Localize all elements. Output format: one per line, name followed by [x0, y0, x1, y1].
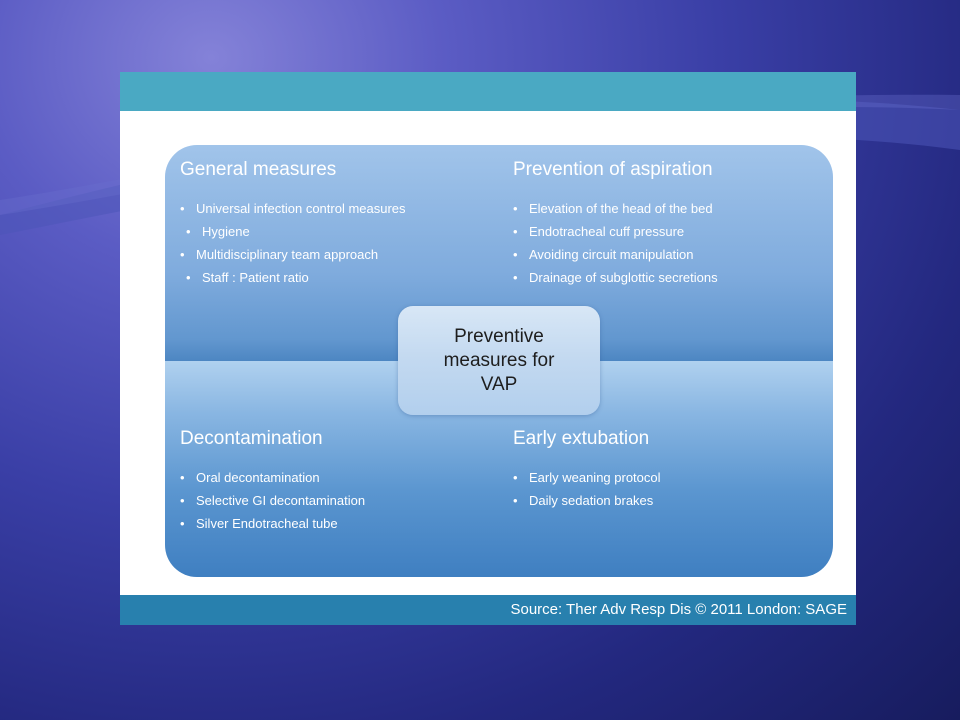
list-item: •Staff : Patient ratio [180, 266, 406, 289]
list-item: •Drainage of subglottic secretions [513, 266, 718, 289]
bullet-icon: • [180, 493, 185, 508]
list-item: •Daily sedation brakes [513, 489, 661, 512]
quadrant-early-extubation: Early extubation •Early weaning protocol… [513, 428, 661, 512]
quadrant-title: Prevention of aspiration [513, 159, 713, 180]
list-item: •Hygiene [180, 220, 406, 243]
bullet-icon: • [513, 201, 518, 216]
vap-diagram-panel: General measures •Universal infection co… [165, 145, 833, 577]
list-item: •Silver Endotracheal tube [180, 512, 365, 535]
central-topic-line: VAP [480, 373, 518, 395]
list-item: •Endotracheal cuff pressure [513, 220, 718, 243]
list-item: •Elevation of the head of the bed [513, 197, 718, 220]
central-topic-line: measures for [443, 349, 555, 371]
bullet-icon: • [513, 247, 518, 262]
bullet-icon: • [180, 470, 185, 485]
quadrant-general-measures: General measures •Universal infection co… [180, 159, 406, 289]
measure-list: •Early weaning protocol •Daily sedation … [513, 466, 661, 512]
list-item: •Avoiding circuit manipulation [513, 243, 718, 266]
quadrant-title: Decontamination [180, 428, 323, 449]
list-item: •Selective GI decontamination [180, 489, 365, 512]
bullet-icon: • [186, 270, 191, 285]
measure-list: •Elevation of the head of the bed •Endot… [513, 197, 718, 289]
bullet-icon: • [513, 224, 518, 239]
bullet-icon: • [513, 270, 518, 285]
measure-list: •Universal infection control measures •H… [180, 197, 406, 289]
list-item: •Multidisciplinary team approach [180, 243, 406, 266]
quadrant-title: Early extubation [513, 428, 650, 449]
central-topic-box: Preventive measures for VAP [398, 306, 600, 415]
quadrant-prevention-of-aspiration: Prevention of aspiration •Elevation of t… [513, 159, 718, 289]
central-topic-line: Preventive [454, 325, 544, 347]
card-header-bar [120, 72, 856, 111]
bullet-icon: • [180, 516, 185, 531]
bullet-icon: • [186, 224, 191, 239]
bullet-icon: • [180, 201, 185, 216]
quadrant-title: General measures [180, 159, 337, 180]
bullet-icon: • [513, 470, 518, 485]
measure-list: •Oral decontamination •Selective GI deco… [180, 466, 365, 535]
source-citation: Source: Ther Adv Resp Dis © 2011 London:… [120, 595, 856, 625]
list-item: •Early weaning protocol [513, 466, 661, 489]
list-item: •Universal infection control measures [180, 197, 406, 220]
slide-card: General measures •Universal infection co… [120, 72, 856, 625]
bullet-icon: • [513, 493, 518, 508]
bullet-icon: • [180, 247, 185, 262]
list-item: •Oral decontamination [180, 466, 365, 489]
quadrant-decontamination: Decontamination •Oral decontamination •S… [180, 428, 365, 535]
